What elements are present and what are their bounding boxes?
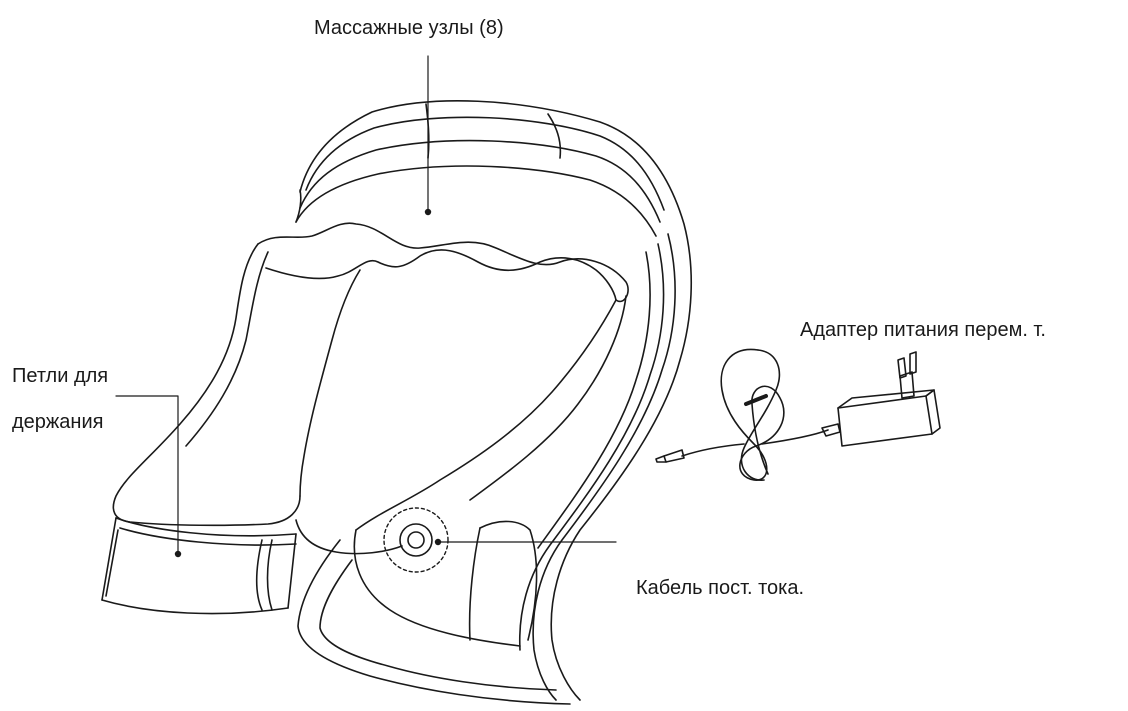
adapter-strain-relief [822, 424, 840, 436]
adapter-cable-tie [746, 396, 766, 404]
segment-divider-2 [548, 114, 560, 158]
right-arm-front [356, 300, 616, 530]
dc-socket-inner [408, 532, 424, 548]
right-strap-loop-side [470, 528, 480, 640]
massager-band-line-1 [533, 234, 675, 700]
adapter-box-front [838, 396, 932, 446]
massager-band-line-3 [538, 252, 650, 548]
node-area-inner-edge [258, 223, 628, 301]
adapter-lead-plug [682, 444, 744, 456]
arch-stripe-3 [296, 166, 656, 236]
right-arm-front-2 [470, 296, 626, 500]
left-strap-left-edge [102, 518, 116, 600]
dc-socket-outer [400, 524, 432, 556]
node-area-lower-edge [266, 250, 616, 300]
left-arm-outer [113, 244, 300, 525]
massage-nodes-label: Массажные узлы (8) [314, 18, 504, 38]
massager-outer-arch [300, 101, 691, 700]
adapter-cord-coil-1 [721, 349, 784, 480]
dc-cable-label: Кабель пост. тока. [636, 578, 804, 598]
dc-plug-body [664, 450, 684, 462]
left-strap-top-2 [120, 528, 296, 545]
dc-cable [296, 520, 402, 554]
adapter-prong-2 [910, 352, 916, 374]
leader-line-loops [116, 396, 178, 552]
ac-adapter-label: Адаптер питания перем. т. [800, 320, 1046, 340]
left-strap-right-loop-2 [268, 540, 273, 610]
leader-dot-loops [175, 551, 181, 557]
leader-dot-cable [435, 539, 441, 545]
arch-stripe-1 [306, 117, 664, 210]
leader-dot-nodes [425, 209, 431, 215]
right-strap-band [354, 530, 520, 646]
adapter-cord-coil-2 [741, 350, 779, 480]
right-strap-loop-top [480, 521, 537, 640]
adapter-prong-base [900, 372, 914, 398]
segment-divider-3 [296, 190, 301, 222]
left-strap-right-loop [257, 540, 262, 610]
holding-loops-label-line2: держания [12, 412, 103, 432]
left-arm-inner [300, 270, 360, 496]
holding-loops-label-line1: Петли для [12, 366, 108, 386]
right-strap-outer [298, 540, 570, 704]
